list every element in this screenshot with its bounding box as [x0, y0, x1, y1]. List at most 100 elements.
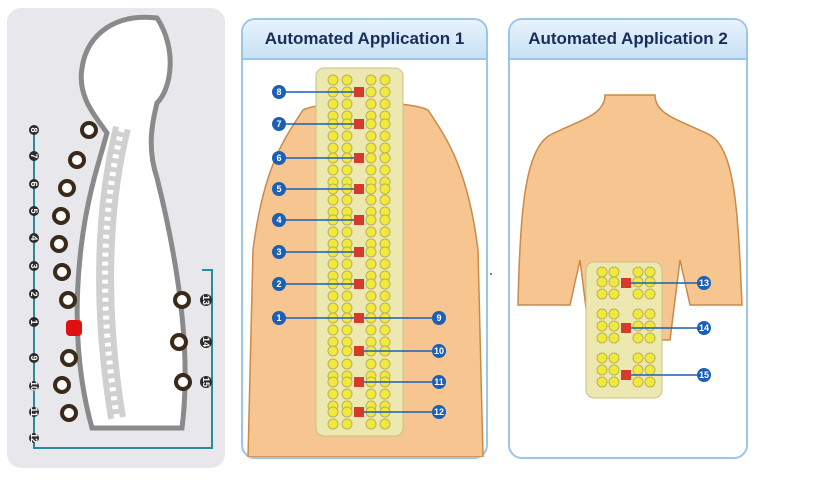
electrode-pad	[327, 194, 339, 206]
spine-label-10: 10	[29, 381, 39, 391]
electrode-pad	[341, 418, 353, 430]
spine-label-12: 12	[29, 433, 39, 443]
electrode-pad	[644, 320, 656, 332]
electrode-pad	[379, 290, 391, 302]
electrode-pad	[341, 194, 353, 206]
electrode-pad	[365, 226, 377, 238]
app1-node-3	[354, 247, 364, 257]
spine-label-5: 5	[29, 208, 39, 213]
spine-label-dot	[29, 433, 39, 443]
electrode-pad	[644, 266, 656, 278]
electrode-pad	[327, 74, 339, 86]
electrode-pad	[379, 388, 391, 400]
electrode-pad	[341, 74, 353, 86]
app2-label-circle	[697, 276, 711, 290]
app1-label-6: 6	[276, 153, 281, 163]
electrode-pad	[379, 142, 391, 154]
electrode-pad	[341, 164, 353, 176]
app2-label-14: 14	[699, 323, 709, 333]
electrode-pad	[379, 258, 391, 270]
spine-label-dot	[29, 353, 39, 363]
electrode-pad	[379, 278, 391, 290]
electrode-pad	[341, 98, 353, 110]
app1-node-9	[354, 313, 364, 323]
electrode-pad	[608, 320, 620, 332]
electrode-pad	[365, 164, 377, 176]
electrode-pad	[379, 358, 391, 370]
electrode-pad	[379, 152, 391, 164]
app1-node-4	[354, 215, 364, 225]
electrode-pad	[379, 98, 391, 110]
stray-dot	[490, 273, 492, 275]
electrode-pad	[644, 288, 656, 300]
electrode-pad	[365, 130, 377, 142]
electrode-pad	[327, 302, 339, 314]
spine-label-dot	[29, 179, 39, 189]
spine-label-1: 1	[29, 319, 39, 324]
electrode-pad	[365, 98, 377, 110]
electrode-pad	[365, 418, 377, 430]
app1-label-circle	[272, 277, 286, 291]
electrode-pad	[341, 290, 353, 302]
electrode-pad	[365, 183, 377, 195]
electrode-pad	[608, 276, 620, 288]
electrode-pad	[379, 130, 391, 142]
electrode-pad	[365, 194, 377, 206]
spine-label-dot	[29, 289, 39, 299]
electrode-pad	[327, 388, 339, 400]
app1-label-10: 10	[434, 346, 444, 356]
electrode-pad	[632, 266, 644, 278]
electrode-pad	[327, 290, 339, 302]
spine-label-dot	[29, 125, 39, 135]
app1-label-circle	[432, 344, 446, 358]
app1-node-10	[354, 346, 364, 356]
electrode-pad	[327, 406, 339, 418]
app1-node-6	[354, 153, 364, 163]
app1-label-circle	[432, 405, 446, 419]
spine-label-3: 3	[29, 263, 39, 268]
electrode-pad	[608, 332, 620, 344]
electrode-pad	[379, 164, 391, 176]
electrode-pad	[596, 376, 608, 388]
app2-label-circle	[697, 368, 711, 382]
electrode-pad	[644, 376, 656, 388]
electrode-pad	[379, 74, 391, 86]
app1-label-3: 3	[276, 247, 281, 257]
app2-label-circle	[697, 321, 711, 335]
spine-right-label-13: 13	[201, 295, 211, 305]
app1-node-7	[354, 119, 364, 129]
electrode-pad	[365, 152, 377, 164]
spine-label-9: 9	[29, 355, 39, 360]
electrode-pad	[596, 332, 608, 344]
spine-label-dot	[29, 317, 39, 327]
electrode-pad	[365, 302, 377, 314]
electrode-pad	[596, 352, 608, 364]
app1-label-7: 7	[276, 119, 281, 129]
app1-label-5: 5	[276, 184, 281, 194]
spine-label-dot	[29, 206, 39, 216]
electrode-pad	[379, 183, 391, 195]
app1-label-11: 11	[434, 377, 444, 387]
electrode-pad	[608, 266, 620, 278]
spine-right-label-dot	[200, 294, 212, 306]
spine-label-dot	[29, 261, 39, 271]
electrode-pad	[608, 376, 620, 388]
electrode-pad	[644, 332, 656, 344]
spine-label-dot	[29, 151, 39, 161]
app1-label-circle	[272, 151, 286, 165]
app2-node-15	[621, 370, 631, 380]
electrode-pad	[365, 74, 377, 86]
electrode-pad	[365, 388, 377, 400]
spine-right-label-15: 15	[201, 377, 211, 387]
electrode-pad	[632, 332, 644, 344]
electrode-pad	[632, 276, 644, 288]
app1-node-12	[354, 407, 364, 417]
spine-label-6: 6	[29, 181, 39, 186]
electrode-pad	[341, 258, 353, 270]
app2-node-14	[621, 323, 631, 333]
spine-label-dot	[29, 233, 39, 243]
electrode-pad	[608, 364, 620, 376]
electrode-pad	[596, 276, 608, 288]
